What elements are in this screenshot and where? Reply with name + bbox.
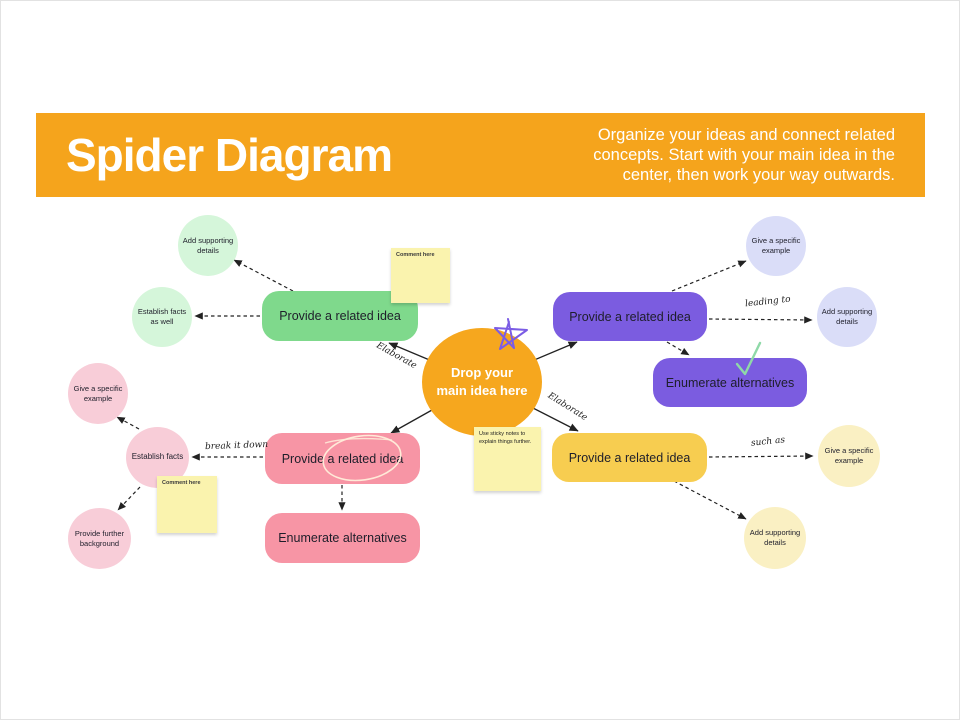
page-title: Spider Diagram	[66, 129, 393, 181]
idea-circle-give-example-yellow[interactable]: Give a specific example	[818, 425, 880, 487]
idea-box-pink[interactable]: Provide a related idea	[265, 433, 420, 484]
annotation-elaborate-green[interactable]: Elaborate	[374, 340, 419, 372]
idea-circle-add-supporting-details-green[interactable]: Add supporting details	[178, 215, 238, 276]
idea-circle-give-example-purple[interactable]: Give a specific example	[746, 216, 806, 276]
idea-circle-add-supporting-details-yellow[interactable]: Add supporting details	[744, 507, 806, 569]
main-idea-circle[interactable]: Drop your main idea here	[422, 328, 542, 436]
annotation-elaborate-yellow[interactable]: Elaborate	[545, 390, 589, 424]
connector-dashed	[708, 452, 814, 460]
connector-dashed	[117, 486, 141, 511]
idea-circle-give-example-pink[interactable]: Give a specific example	[68, 363, 128, 424]
connector-dashed	[666, 341, 690, 356]
connector-dashed	[233, 259, 294, 292]
connector-dashed	[673, 480, 747, 520]
idea-box-purple[interactable]: Provide a related idea	[553, 292, 707, 341]
annotation-break-it-down[interactable]: break it down	[204, 439, 269, 453]
idea-circle-establish-facts-as-well[interactable]: Establish facts as well	[132, 287, 192, 347]
header-description: Organize your ideas and connect related …	[593, 126, 895, 184]
sticky-note-comment-green[interactable]: Comment here	[391, 248, 450, 303]
idea-box-enumerate-alternatives-purple[interactable]: Enumerate alternatives	[653, 358, 807, 407]
connector-dashed	[116, 416, 140, 430]
idea-box-enumerate-alternatives-pink[interactable]: Enumerate alternatives	[265, 513, 420, 563]
idea-box-yellow[interactable]: Provide a related idea	[552, 433, 707, 482]
annotation-such-as[interactable]: such as	[750, 435, 786, 449]
header-banner: Spider Diagram Organize your ideas and c…	[36, 113, 925, 197]
sticky-note-instructions[interactable]: Use sticky notes to explain things furth…	[474, 427, 541, 491]
connector-dashed	[671, 260, 747, 292]
sticky-note-comment-pink[interactable]: Comment here	[157, 476, 217, 533]
idea-circle-add-supporting-details-purple[interactable]: Add supporting details	[817, 287, 877, 347]
connector-dashed	[708, 316, 813, 324]
idea-circle-provide-further-background[interactable]: Provide further background	[68, 508, 131, 569]
annotation-leading-to[interactable]: leading to	[744, 294, 792, 310]
